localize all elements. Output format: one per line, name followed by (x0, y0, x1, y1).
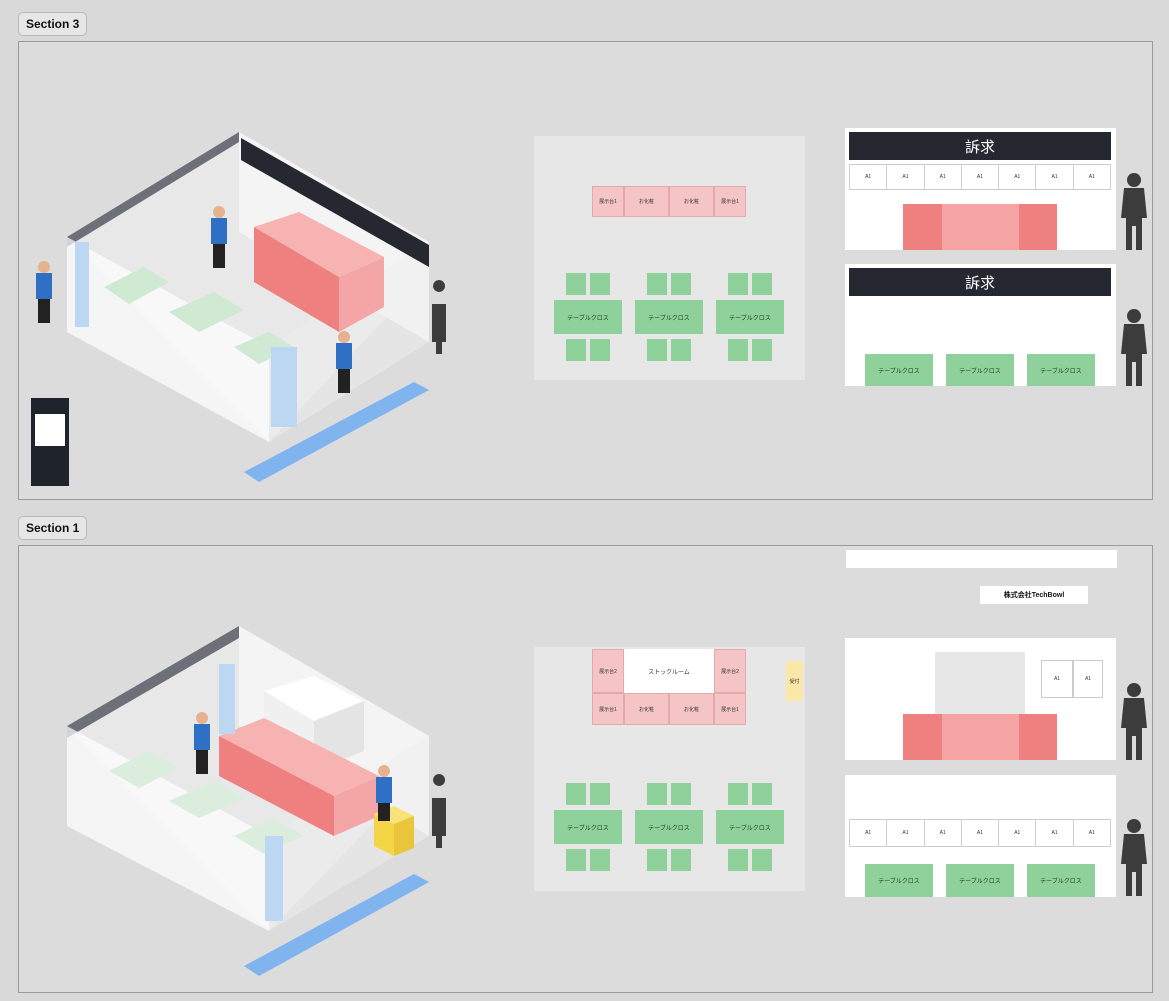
catering-right[interactable]: お化粧 (669, 186, 714, 217)
booth-isometric-render (31, 132, 446, 486)
chair[interactable] (590, 783, 610, 805)
chair[interactable] (566, 339, 586, 361)
chair[interactable] (590, 273, 610, 295)
person-figure (336, 331, 352, 393)
chair[interactable] (671, 273, 691, 295)
chair[interactable] (566, 783, 586, 805)
catering-left[interactable]: お化粧 (624, 693, 669, 725)
chair[interactable] (647, 783, 667, 805)
chair[interactable] (590, 849, 610, 871)
table-cloth-3[interactable]: テーブルクロス (716, 810, 784, 844)
table-cloth-elevation-1[interactable]: テーブルクロス (865, 354, 933, 386)
chair[interactable] (590, 339, 610, 361)
chair[interactable] (752, 339, 772, 361)
person-silhouette (1121, 173, 1147, 250)
catering-left[interactable]: お化粧 (624, 186, 669, 217)
person-figure (376, 765, 392, 821)
table-cloth-elevation-3[interactable]: テーブルクロス (1027, 354, 1095, 386)
reception-plan[interactable]: 受付 (786, 661, 803, 701)
a1-panel[interactable]: A1 (1041, 660, 1073, 698)
person-figure (211, 206, 227, 268)
catering-right[interactable]: お化粧 (669, 693, 714, 725)
chair[interactable] (566, 273, 586, 295)
appeal-banner: 訴求 (849, 268, 1111, 296)
person-silhouette (1121, 309, 1147, 386)
floor-plan: 展示台2 ストックルーム 展示台2 展示台1 お化粧 お化粧 展示台1 受付 テ… (534, 647, 805, 891)
a1-panel[interactable]: A1 (1073, 660, 1103, 698)
person-figure (194, 712, 210, 774)
table-cloth-elevation-2[interactable]: テーブルクロス (946, 864, 1014, 897)
table-cloth-elevation-2[interactable]: テーブルクロス (946, 354, 1014, 386)
appeal-banner: 訴求 (849, 132, 1111, 160)
person-figure (36, 261, 52, 323)
table-cloth-2[interactable]: テーブルクロス (635, 810, 703, 844)
display-stand-1-left[interactable]: 展示台1 (592, 186, 624, 217)
stock-room-elevation[interactable] (935, 652, 1025, 716)
section-1-label[interactable]: Section 1 (18, 516, 88, 540)
table-cloth-elevation-1[interactable]: テーブルクロス (865, 864, 933, 897)
display-counter-elevation[interactable] (903, 714, 1057, 760)
chair[interactable] (671, 783, 691, 805)
person-silhouette (1121, 683, 1147, 760)
table-cloth-2[interactable]: テーブルクロス (635, 300, 703, 334)
section-1-frame[interactable]: 展示台2 ストックルーム 展示台2 展示台1 お化粧 お化粧 展示台1 受付 テ… (18, 545, 1153, 993)
header-strip[interactable] (846, 550, 1117, 568)
chair[interactable] (728, 339, 748, 361)
display-stand-1-left[interactable]: 展示台1 (592, 693, 624, 725)
chair[interactable] (752, 273, 772, 295)
table-cloth-1[interactable]: テーブルクロス (554, 810, 622, 844)
section-3-label[interactable]: Section 3 (18, 12, 88, 36)
chair[interactable] (671, 849, 691, 871)
table-cloth-3[interactable]: テーブルクロス (716, 300, 784, 334)
display-counter (254, 212, 384, 277)
display-stand-1-right[interactable]: 展示台1 (714, 693, 746, 725)
chair[interactable] (752, 783, 772, 805)
floor-plan: 展示台1 お化粧 お化粧 展示台1 テーブルクロス テーブルクロス テーブルクロ… (534, 136, 805, 380)
booth-isometric-render (67, 626, 446, 976)
chair[interactable] (752, 849, 772, 871)
section-3-frame[interactable]: 展示台1 お化粧 お化粧 展示台1 テーブルクロス テーブルクロス テーブルクロ… (18, 41, 1153, 500)
chair[interactable] (671, 339, 691, 361)
table-cloth-elevation-3[interactable]: テーブルクロス (1027, 864, 1095, 897)
chair[interactable] (728, 273, 748, 295)
chair[interactable] (728, 849, 748, 871)
display-stand-2-right[interactable]: 展示台2 (714, 649, 746, 693)
person-silhouette (1121, 819, 1147, 896)
chair[interactable] (647, 849, 667, 871)
chair[interactable] (566, 849, 586, 871)
elevation-side-wall: 訴求 テーブルクロス テーブルクロス テーブルクロス (845, 264, 1116, 386)
company-name-box[interactable]: 株式会社TechBowl (980, 586, 1088, 604)
chair[interactable] (647, 273, 667, 295)
table-cloth-1[interactable]: テーブルクロス (554, 300, 622, 334)
display-stand-2-left[interactable]: 展示台2 (592, 649, 624, 693)
display-stand-1-right[interactable]: 展示台1 (714, 186, 746, 217)
chair[interactable] (647, 339, 667, 361)
stock-room-plan[interactable]: ストックルーム (624, 649, 714, 693)
chair[interactable] (728, 783, 748, 805)
elevation-back-wall: A1 A1 (845, 638, 1116, 760)
display-counter-elevation[interactable] (903, 204, 1057, 250)
stock-room (264, 676, 364, 721)
